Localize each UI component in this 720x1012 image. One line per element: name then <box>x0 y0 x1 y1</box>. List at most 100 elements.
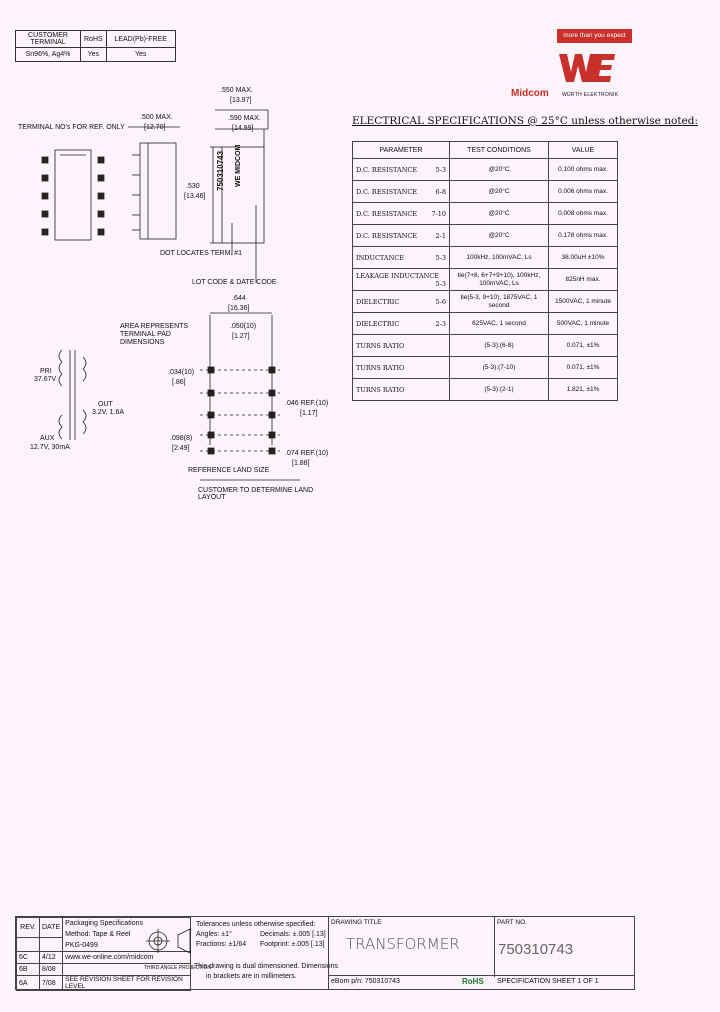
header-rohs: RoHS <box>80 30 107 48</box>
dim-g-mm: [.86] <box>172 379 186 386</box>
spec-test-condition: @20°C <box>449 224 549 247</box>
spec-value: 825nH max. <box>548 268 618 291</box>
spec-parameter-cell: TURNS RATIO <box>352 334 450 357</box>
spec-row: TURNS RATIO(5-3):(2-1)1.821, ±1% <box>352 378 618 401</box>
spec-header-value: VALUE <box>548 141 618 159</box>
spec-parameter: TURNS RATIO <box>356 385 405 394</box>
brand-company: Midcom <box>511 88 549 99</box>
ebom-part-no: eBom p/n: 750310743 <box>331 978 400 985</box>
dim-i-mm: [1.17] <box>300 410 318 417</box>
spec-parameter-cell: INDUCTANCE 5-3 <box>352 246 450 269</box>
dim-d: .530 <box>186 183 200 190</box>
part-no: 750310743 <box>498 941 574 958</box>
spec-pins: 7-10 <box>431 209 446 218</box>
dual-dimension-note-1: This drawing is dual dimensioned. Dimens… <box>194 963 338 970</box>
dim-h-mm: [2.49] <box>172 445 190 452</box>
dim-h: .098(8) <box>170 435 193 442</box>
spec-value: 1500VAC, 1 minute <box>548 290 618 313</box>
label-out: OUT <box>98 401 113 408</box>
label-customer-land: CUSTOMER TO DETERMINE LAND LAYOUT <box>198 487 314 501</box>
spec-parameter: D.C. RESISTANCE <box>356 209 418 218</box>
spec-parameter-cell: TURNS RATIO <box>352 356 450 379</box>
header-customer-terminal: CUSTOMER TERMINAL <box>15 30 81 48</box>
spec-parameter: D.C. RESISTANCE <box>356 231 418 240</box>
brand-subtitle: WÜRTH ELEKTRONIK <box>562 92 619 98</box>
spec-parameter: D.C. RESISTANCE <box>356 187 418 196</box>
dim-i: .046 REF.(10) <box>285 400 329 407</box>
rohs-badge: RoHS <box>462 977 484 986</box>
date-2: 8/08 <box>38 963 64 976</box>
tolerance-title: Tolerances unless otherwise specified: <box>196 921 316 928</box>
spec-pins: 2-3 <box>435 319 446 328</box>
specs-title: ELECTRICAL SPECIFICATIONS @ 25°C unless … <box>352 115 699 127</box>
third-angle-label: THIRD ANGLE PROJECTION <box>144 965 211 971</box>
dim-f-mm: [1.27] <box>232 333 250 340</box>
tolerance-fractions: Fractions: ±1/64 <box>196 941 247 948</box>
revision-desc-3: PKG-0499 <box>65 942 98 949</box>
spec-test-condition: (5-3):(6-8) <box>449 334 549 357</box>
cell-terminal: Sn96%, Ag4% <box>15 47 81 62</box>
spec-parameter: DIELECTRIC <box>356 297 400 306</box>
dim-e-mm: [16.36] <box>228 305 250 312</box>
drawing-title: TRANSFORMER <box>346 935 460 953</box>
dim-c: .590 MAX. <box>228 115 261 122</box>
spec-pins: 5-3 <box>435 253 446 262</box>
customer-terminal-table: CUSTOMER TERMINAL RoHS LEAD(Pb)-FREE Sn9… <box>15 30 176 62</box>
spec-parameter: LEAKAGE INDUCTANCE <box>356 271 440 280</box>
spec-row: TURNS RATIO (5-3):(6-8)0.071, ±1% <box>352 334 618 357</box>
rev-2: 6B <box>16 963 40 976</box>
label-lot-locates: DOT LOCATES TERM. #1 <box>160 250 243 257</box>
brand-tagline: more than you expect <box>557 29 632 43</box>
spec-test-condition: (5-3):(7-10) <box>449 356 549 379</box>
spec-pins: 6-8 <box>435 187 446 196</box>
see-revision-note: SEE REVISION SHEET FOR REVISION LEVEL <box>62 975 191 991</box>
title-block: REV. DATE Packaging Specifications Metho… <box>15 916 635 991</box>
label-aux: AUX <box>40 435 55 442</box>
label-pri: PRI <box>40 368 52 375</box>
spec-parameter: D.C. RESISTANCE <box>356 165 418 174</box>
spec-parameter: INDUCTANCE <box>356 253 404 262</box>
date-1: 4/12 <box>38 951 64 964</box>
label-area-represents: AREA REPRESENTS TERMINAL PAD DIMENSIONS <box>120 323 189 346</box>
dim-g: .034(10) <box>168 369 195 376</box>
electrical-spec-table: PARAMETER TEST CONDITIONS VALUE D.C. RES… <box>352 141 618 401</box>
spec-pins: 5-3 <box>435 165 446 174</box>
label-lot-code: LOT CODE & DATE CODE <box>192 279 277 286</box>
dim-d-mm: [13.46] <box>184 193 206 200</box>
spec-value: 0.100 ohms max. <box>548 158 618 181</box>
spec-value: 1.821, ±1% <box>548 378 618 401</box>
spec-parameter: TURNS RATIO <box>356 363 405 372</box>
drawing-title-label: DRAWING TITLE <box>331 919 382 926</box>
spec-value: 0.071, ±1% <box>548 334 618 357</box>
sheet-label: SPECIFICATION SHEET 1 OF 1 <box>497 978 599 985</box>
spec-parameter-cell: TURNS RATIO <box>352 378 450 401</box>
dim-e: .644 <box>232 295 246 302</box>
spec-test-condition: 625VAC, 1 second <box>449 312 549 335</box>
rev-3: 6A <box>16 975 40 991</box>
spec-header-test-conditions: TEST CONDITIONS <box>449 141 549 159</box>
spec-test-condition: @20°C <box>449 180 549 203</box>
spec-pins: 5-3 <box>435 279 446 288</box>
spec-value: 500VAC, 1 minute <box>548 312 618 335</box>
dim-c-mm: [14.99] <box>232 125 254 132</box>
spec-parameter-cell: D.C. RESISTANCE 5-3 <box>352 158 450 181</box>
spec-parameter: TURNS RATIO <box>356 341 405 350</box>
revision-desc-1: Packaging Specifications <box>65 920 143 927</box>
dual-dimension-note-2: in brackets are in millimeters. <box>206 973 297 980</box>
part-marking: 750310743 <box>216 150 225 191</box>
cell-lead-free: Yes <box>105 47 176 62</box>
cell-rohs: Yes <box>80 47 107 62</box>
header-lead-free: LEAD(Pb)-FREE <box>105 30 176 48</box>
rev-header: REV. <box>16 917 40 938</box>
spec-parameter-cell: D.C. RESISTANCE 7-10 <box>352 202 450 225</box>
